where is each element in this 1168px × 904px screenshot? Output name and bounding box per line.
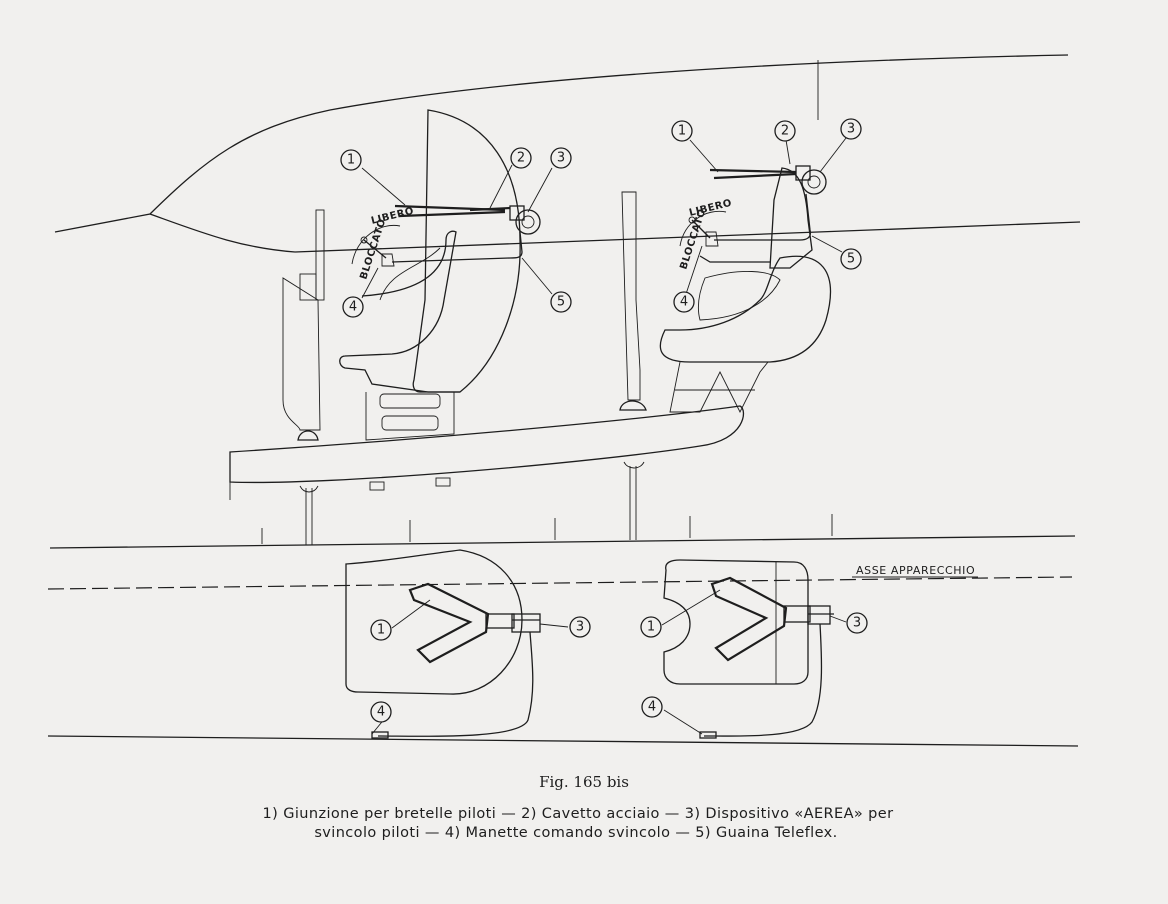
svg-text:2: 2 — [781, 124, 789, 139]
callout-3-top-front: 3 — [569, 616, 591, 638]
svg-text:4: 4 — [377, 705, 385, 720]
callout-2-rear: 2 — [774, 120, 796, 142]
svg-text:1: 1 — [347, 153, 355, 168]
svg-text:1: 1 — [377, 623, 385, 638]
front-release-system — [351, 204, 541, 267]
svg-text:2: 2 — [517, 151, 525, 166]
svg-text:3: 3 — [557, 151, 565, 166]
callout-1-top-rear: 1 — [640, 616, 662, 638]
front-control-column — [282, 209, 325, 441]
rear-seat — [659, 167, 831, 414]
aircraft-axis-label: ASSE APPARECCHIO — [856, 564, 975, 577]
svg-text:5: 5 — [847, 252, 855, 267]
svg-text:1: 1 — [678, 124, 686, 139]
callout-4-front: 4 — [342, 296, 364, 318]
callout-5-rear: 5 — [840, 248, 862, 270]
legend-line-1: 1) Giunzione per bretelle piloti — 2) Ca… — [262, 806, 894, 822]
callout-5-front: 5 — [550, 291, 572, 313]
callout-2-front: 2 — [510, 147, 532, 169]
top-view: ASSE APPARECCHIO — [47, 549, 1079, 747]
legend-line-2: svincolo piloti — 4) Manette comando svi… — [314, 825, 838, 841]
front-lever-free-label: LIBERO — [370, 206, 415, 227]
rear-release-system — [679, 165, 827, 247]
side-view-leaders — [361, 137, 847, 299]
callout-4-rear: 4 — [673, 291, 695, 313]
svg-text:5: 5 — [557, 295, 565, 310]
callout-4-top-rear: 4 — [641, 696, 663, 718]
svg-text:4: 4 — [349, 300, 357, 315]
callout-1-front: 1 — [340, 149, 362, 171]
rear-control-column — [619, 191, 647, 411]
rear-lever-free-label: LIBERO — [688, 198, 733, 219]
svg-text:3: 3 — [847, 122, 855, 137]
callout-3-front: 3 — [550, 147, 572, 169]
svg-text:4: 4 — [648, 700, 656, 715]
callout-1-rear: 1 — [671, 120, 693, 142]
svg-text:4: 4 — [680, 295, 688, 310]
figure-title: Fig. 165 bis — [539, 773, 629, 791]
callout-1-top-front: 1 — [370, 619, 392, 641]
front-seat — [339, 109, 521, 441]
callout-4-top-front: 4 — [370, 701, 392, 723]
svg-text:3: 3 — [576, 620, 584, 635]
fuselage-side-view — [49, 54, 1081, 549]
svg-text:3: 3 — [853, 616, 861, 631]
callout-3-top-rear: 3 — [846, 612, 868, 634]
svg-text:1: 1 — [647, 620, 655, 635]
seat-support-beam — [229, 405, 745, 545]
callout-3-rear: 3 — [840, 118, 862, 140]
